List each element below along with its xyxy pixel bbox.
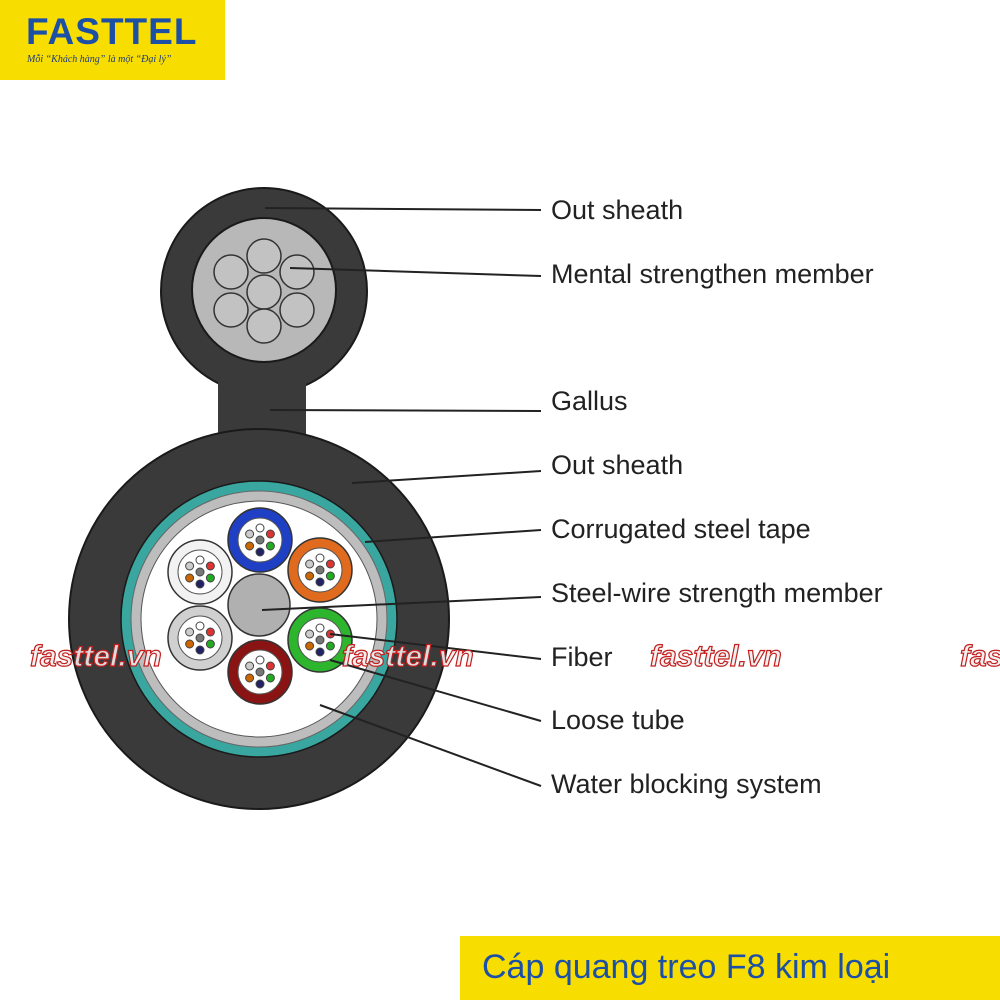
label-water-blocking-system: Water blocking system [551, 769, 822, 799]
watermark-2: fasttel.vn [341, 639, 474, 673]
fiber [185, 639, 195, 649]
fiber [255, 523, 265, 533]
fiber [205, 639, 215, 649]
metal-strength-wires [213, 238, 315, 344]
loose-tube-green [287, 607, 353, 673]
fiber [195, 567, 205, 577]
fiber [255, 679, 265, 689]
label-fiber: Fiber [551, 642, 613, 672]
label-loose-tube: Loose tube [551, 705, 685, 735]
fiber [315, 635, 325, 645]
label-gallus: Gallus [551, 386, 628, 416]
fiber [245, 661, 255, 671]
fiber [185, 573, 195, 583]
fiber [195, 645, 205, 655]
fiber [205, 561, 215, 571]
fiber [205, 573, 215, 583]
fiber [185, 561, 195, 571]
fiber [305, 559, 315, 569]
loose-tube-white [167, 539, 233, 605]
fiber [255, 655, 265, 665]
fiber [195, 621, 205, 631]
fiber [195, 579, 205, 589]
fiber [195, 555, 205, 565]
fiber [305, 641, 315, 651]
brand-logo: FASTTEL Mỗi “Khách hàng” là một “Đại lý” [0, 0, 225, 80]
label-out-sheath: Out sheath [551, 450, 684, 480]
fiber [315, 565, 325, 575]
fiber [255, 547, 265, 557]
logo-tagline: Mỗi “Khách hàng” là một “Đại lý” [27, 54, 172, 65]
fiber [265, 661, 275, 671]
fiber [315, 623, 325, 633]
watermark-3: fasttel.vn [649, 639, 782, 673]
loose-tube-blue [227, 507, 293, 573]
fiber [195, 633, 205, 643]
label-steel-wire-strength-member: Steel-wire strength member [551, 578, 883, 608]
caption-text: Cáp quang treo F8 kim loại [482, 948, 891, 986]
fiber [255, 535, 265, 545]
fiber [265, 541, 275, 551]
fiber [315, 577, 325, 587]
label-corrugated-steel-tape: Corrugated steel tape [551, 514, 811, 544]
leader-lines [261, 207, 542, 787]
loose-tube-gray [167, 605, 233, 671]
fiber [325, 559, 335, 569]
fiber [185, 627, 195, 637]
logo-name: FASTTEL [26, 11, 198, 52]
fiber [305, 629, 315, 639]
fiber [245, 529, 255, 539]
loose-tube-orange [287, 537, 353, 603]
fiber [325, 571, 335, 581]
fiber [245, 541, 255, 551]
fiber [315, 647, 325, 657]
loose-tube-red [227, 639, 293, 705]
fiber [255, 667, 265, 677]
fiber [265, 529, 275, 539]
fiber [265, 673, 275, 683]
central-strength-member [227, 573, 291, 637]
watermark-4-text: fasttel.vn [960, 640, 1000, 674]
fiber [325, 641, 335, 651]
fiber [305, 571, 315, 581]
label-out-sheath-top: Out sheath [551, 195, 684, 225]
caption-box: Cáp quang treo F8 kim loại [460, 936, 1000, 1000]
watermark-4: fasttel.vn [960, 640, 1000, 674]
fiber [205, 627, 215, 637]
watermark-1: fasttel.vn [29, 639, 162, 673]
fiber [315, 553, 325, 563]
label-metal-strength-member: Mental strengthen member [551, 259, 874, 289]
fiber [245, 673, 255, 683]
loose-tubes [167, 507, 353, 705]
